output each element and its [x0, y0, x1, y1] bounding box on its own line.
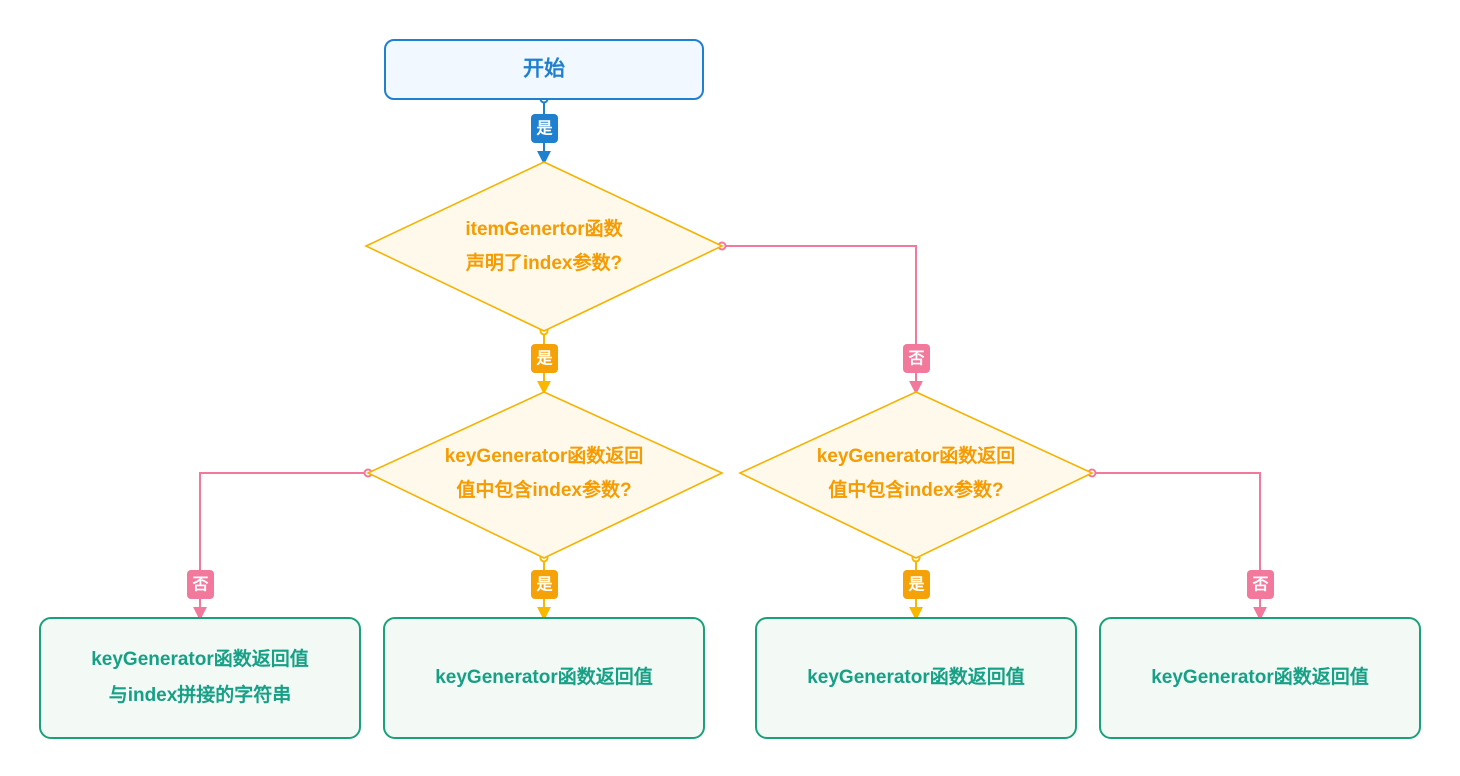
node-result-keygenerator-return-value-3[interactable]: keyGenerator函数返回值	[755, 617, 1077, 739]
node-decision3-label-line2: 值中包含index参数?	[828, 478, 1003, 501]
node-decision2-label-line1: keyGenerator函数返回	[445, 444, 644, 467]
node-result-keygenerator-index-concat[interactable]: keyGenerator函数返回值 与index拼接的字符串	[39, 617, 361, 739]
edge-decision1-no-to-decision3	[717, 241, 923, 395]
edge-label-decision3-yes-text: 是	[907, 576, 924, 594]
edge-label-decision2-yes[interactable]: 是	[531, 570, 558, 599]
node-result-keygenerator-return-value-2[interactable]: keyGenerator函数返回值	[383, 617, 705, 739]
node-decision-item-generator-index-param[interactable]: itemGenertor函数 声明了index参数?	[364, 161, 724, 332]
node-decision1-label-line1: itemGenertor函数	[465, 217, 623, 240]
node-result3-label-line1: keyGenerator函数返回值	[807, 665, 1025, 688]
node-decision1-label-line2: 声明了index参数?	[465, 251, 622, 274]
edge-decision2-no-to-result1	[193, 468, 373, 621]
edge-label-decision2-yes-text: 是	[535, 576, 552, 594]
edge-label-decision1-no[interactable]: 否	[903, 344, 930, 373]
edge-decision3-no-to-result4	[1087, 468, 1267, 621]
edge-label-decision1-yes-text: 是	[535, 350, 552, 368]
node-result4-label-line1: keyGenerator函数返回值	[1151, 665, 1369, 688]
node-decision2-label-line2: 值中包含index参数?	[456, 478, 631, 501]
node-start[interactable]: 开始	[384, 39, 704, 100]
edge-label-start-yes-text: 是	[535, 120, 552, 138]
node-decision-keygenerator-contains-index-left[interactable]: keyGenerator函数返回 值中包含index参数?	[366, 391, 724, 559]
node-result2-label-line1: keyGenerator函数返回值	[435, 665, 653, 688]
edge-label-decision1-yes[interactable]: 是	[531, 344, 558, 373]
node-decision3-label-line1: keyGenerator函数返回	[817, 444, 1016, 467]
node-result1-label-line1: keyGenerator函数返回值	[91, 647, 309, 670]
edge-label-decision3-yes[interactable]: 是	[903, 570, 930, 599]
edge-label-decision3-no-text: 否	[1251, 576, 1268, 594]
node-start-label: 开始	[523, 57, 565, 81]
edge-label-decision2-no-text: 否	[191, 576, 208, 594]
node-result1-label-line2: 与index拼接的字符串	[109, 683, 292, 706]
node-decision-keygenerator-contains-index-right[interactable]: keyGenerator函数返回 值中包含index参数?	[738, 391, 1094, 559]
edge-label-start-yes[interactable]: 是	[531, 114, 558, 143]
edge-label-decision1-no-text: 否	[907, 350, 924, 368]
node-result-keygenerator-return-value-4[interactable]: keyGenerator函数返回值	[1099, 617, 1421, 739]
edge-label-decision3-no[interactable]: 否	[1247, 570, 1274, 599]
edge-label-decision2-no[interactable]: 否	[187, 570, 214, 599]
